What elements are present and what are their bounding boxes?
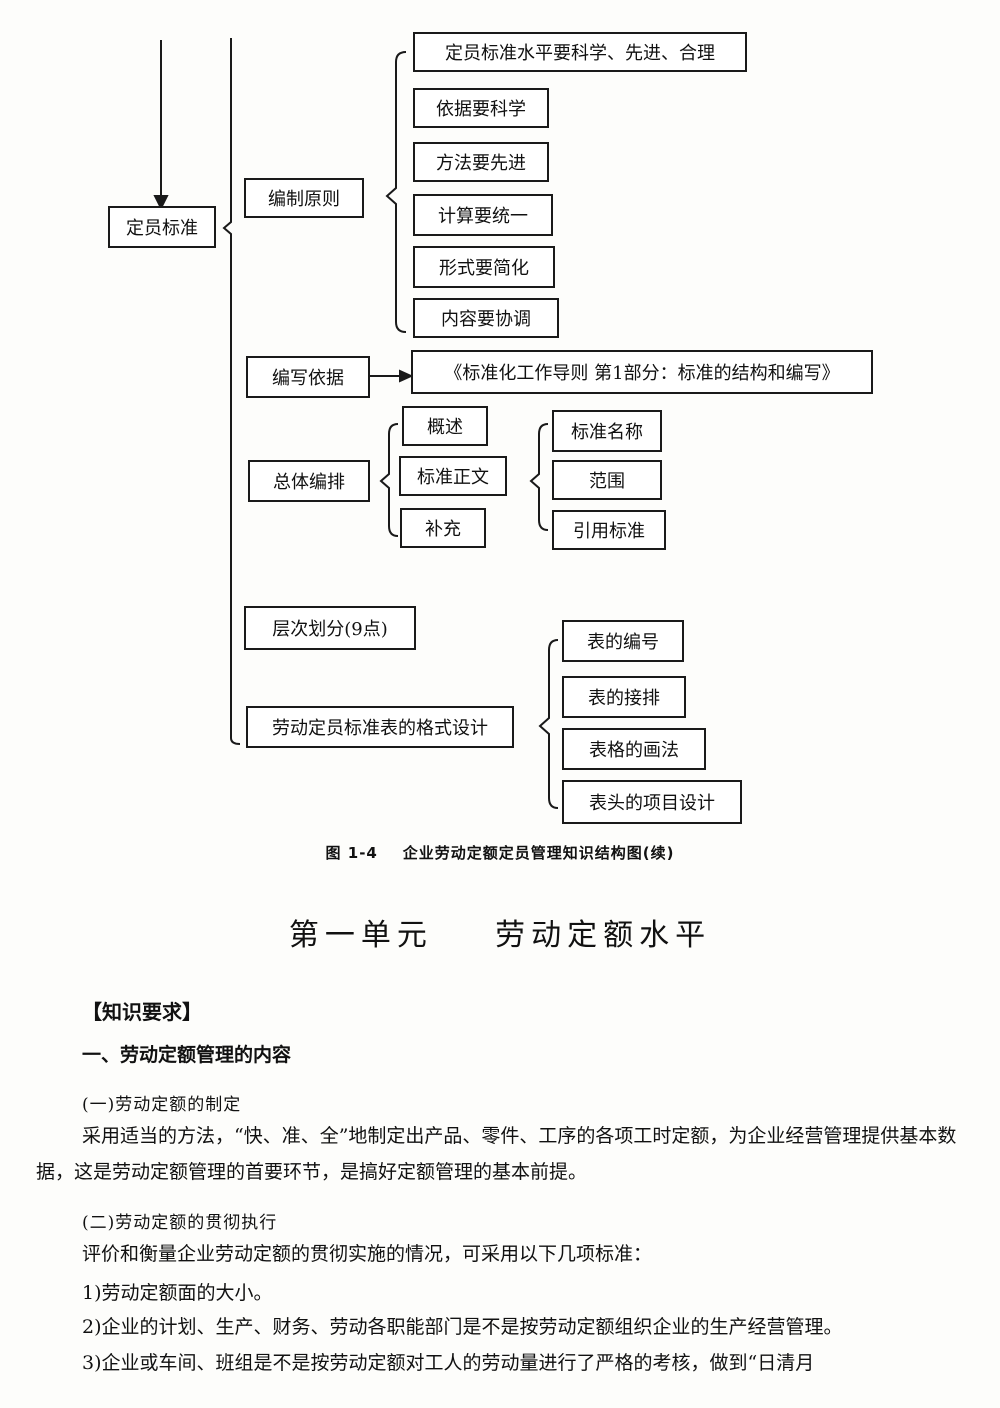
principle-item-6: 内容要协调 xyxy=(413,298,559,338)
basis-target-box: 《标准化工作导则 第1部分：标准的结构和编写》 xyxy=(411,350,873,394)
unit-title: 第一单元 劳动定额水平 xyxy=(288,918,712,953)
principle-item-4: 计算要统一 xyxy=(413,194,553,236)
format-item-continuation: 表的接排 xyxy=(562,676,686,718)
main-text-bracket xyxy=(529,423,549,531)
item-heading: 一、劳动定额管理的内容 xyxy=(82,1044,292,1066)
principles-bracket xyxy=(385,51,407,333)
arrangement-item-overview: 概述 xyxy=(402,406,488,446)
arrangement-bracket xyxy=(379,423,399,537)
subheading-formulation: (一)劳动定额的制定 xyxy=(82,1095,242,1115)
main-text-item-name: 标准名称 xyxy=(552,410,662,452)
figure-caption: 图 1-4 企业劳动定额定员管理知识结构图(续) xyxy=(325,844,675,862)
arrowhead-root xyxy=(153,195,169,211)
paragraph-implementation: 评价和衡量企业劳动定额的贯彻实施的情况，可采用以下几项标准： xyxy=(82,1243,653,1265)
subheading-implementation: (二)劳动定额的贯彻执行 xyxy=(82,1213,278,1233)
list-item-2: 2)企业的计划、生产、财务、劳动各职能部门是不是按劳动定额组织企业的生产经营管理… xyxy=(82,1316,843,1338)
format-item-drawing: 表格的画法 xyxy=(562,728,706,770)
main-text-item-references: 引用标准 xyxy=(552,510,666,550)
principle-item-2: 依据要科学 xyxy=(413,88,549,128)
branch-arrangement: 总体编排 xyxy=(248,460,370,502)
format-item-numbering: 表的编号 xyxy=(562,620,684,662)
root-box: 定员标准 xyxy=(108,206,216,248)
principle-item-1: 定员标准水平要科学、先进、合理 xyxy=(413,32,747,72)
paragraph-formulation: 采用适当的方法，“快、准、全”地制定出产品、零件、工序的各项工时定额，为企业经营… xyxy=(36,1125,957,1183)
main-text-item-scope: 范围 xyxy=(552,460,662,500)
structure-diagram xyxy=(153,38,559,809)
branch-basis: 编写依据 xyxy=(246,356,370,398)
arrangement-item-main-text: 标准正文 xyxy=(399,456,507,496)
section-heading: 【知识要求】 xyxy=(82,1000,202,1024)
root-bracket xyxy=(222,38,241,745)
branch-levels: 层次划分(9点) xyxy=(244,606,416,650)
principle-item-5: 形式要简化 xyxy=(413,246,555,288)
format-bracket xyxy=(538,639,559,809)
format-item-header-design: 表头的项目设计 xyxy=(562,780,742,824)
branch-principles: 编制原则 xyxy=(244,178,364,218)
arrangement-item-supplement: 补充 xyxy=(400,508,486,548)
branch-format: 劳动定员标准表的格式设计 xyxy=(246,706,514,748)
basis-arrowhead xyxy=(399,369,414,383)
list-item-3: 3)企业或车间、班组是不是按劳动定额对工人的劳动量进行了严格的考核，做到“日清月 xyxy=(82,1352,815,1374)
principle-item-3: 方法要先进 xyxy=(413,142,549,182)
list-item-1: 1)劳动定额面的大小。 xyxy=(82,1282,273,1304)
